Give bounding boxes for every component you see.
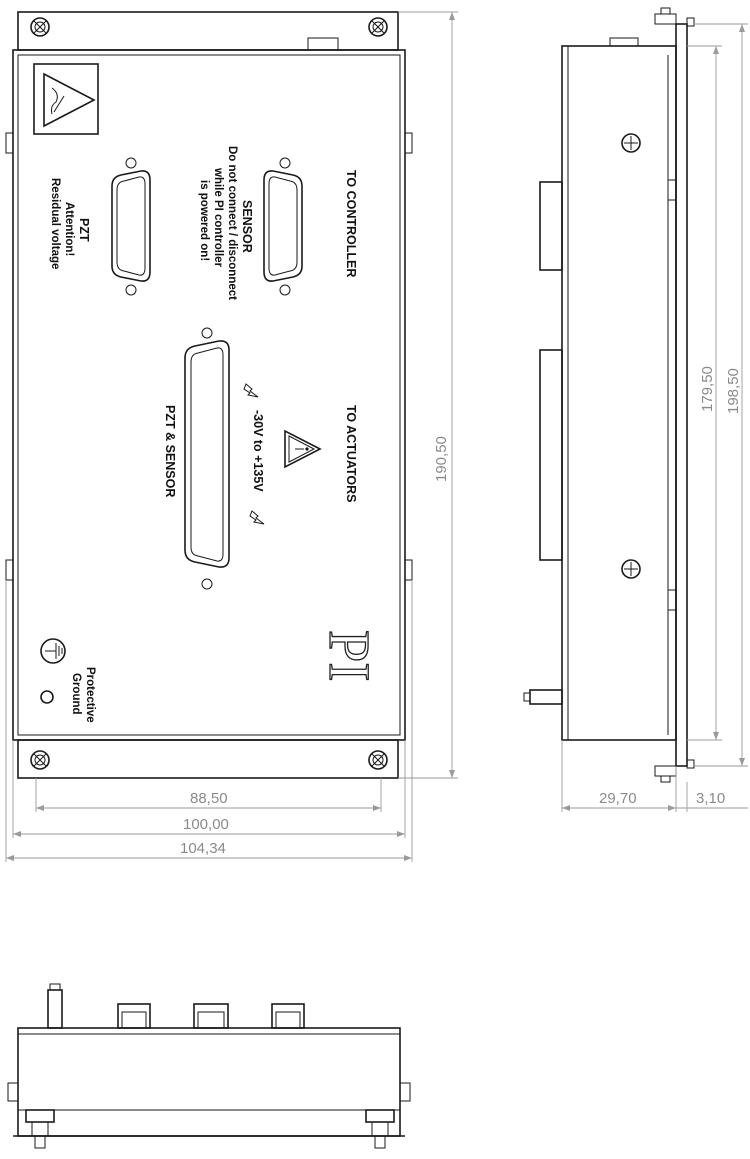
dim-width-total: 104,34 bbox=[180, 840, 226, 857]
screw-icon bbox=[30, 750, 50, 770]
screw-icon bbox=[621, 133, 641, 153]
connector-bottom bbox=[193, 1003, 229, 1029]
pzt-title: PZT bbox=[77, 218, 91, 242]
dim-depth: 29,70 bbox=[599, 790, 637, 807]
pi-logo: PI bbox=[317, 630, 382, 682]
pzt-warning-line2: Residual voltage bbox=[49, 178, 61, 269]
voltage-range-label: -30V to +135V bbox=[251, 410, 265, 492]
dim-width-body: 100,00 bbox=[183, 816, 229, 833]
side-dimensions: 179,50 198,50 29,70 3,10 bbox=[561, 23, 748, 812]
dim-width-inner: 88,50 bbox=[190, 790, 228, 807]
screw-icon bbox=[30, 17, 50, 37]
pzt-sensor-label: PZT & SENSOR bbox=[163, 405, 177, 497]
lightning-bolt-icon bbox=[243, 383, 259, 398]
high-voltage-warning-icon bbox=[284, 429, 322, 469]
dim-side-inner: 179,50 bbox=[699, 366, 716, 412]
screw-icon bbox=[368, 17, 388, 37]
bottom-view bbox=[7, 983, 411, 1149]
screw-icon bbox=[368, 750, 388, 770]
esd-warning-icon bbox=[33, 63, 99, 135]
front-view: TO CONTROLLER SENSOR Do not connect / di… bbox=[5, 11, 413, 779]
front-dimensions: 190,50 88,50 100,00 104,34 bbox=[5, 11, 458, 862]
side-view bbox=[523, 7, 695, 783]
sensor-warning-line1: Do not connect / disconnect bbox=[226, 146, 238, 300]
protective-ground-icon bbox=[40, 638, 66, 664]
connector-bottom bbox=[271, 1003, 305, 1029]
to-controller-label: TO CONTROLLER bbox=[344, 170, 358, 277]
pzt-sensor-connector bbox=[184, 327, 230, 590]
sensor-connector bbox=[263, 157, 303, 296]
sensor-title: SENSOR bbox=[240, 200, 254, 253]
screw-icon bbox=[621, 559, 641, 579]
ground-label: Ground bbox=[70, 673, 82, 715]
dim-side-outer: 198,50 bbox=[725, 368, 742, 414]
lightning-bolt-icon bbox=[249, 510, 265, 525]
sensor-warning-line3: is powered on! bbox=[198, 180, 210, 261]
connector-bottom bbox=[117, 1003, 151, 1029]
protective-label: Protective bbox=[84, 667, 96, 723]
dim-flange: 3,10 bbox=[696, 790, 725, 807]
pzt-warning-line1: Attention! bbox=[63, 202, 75, 256]
pzt-connector bbox=[111, 157, 151, 296]
dim-height-total: 190,50 bbox=[433, 436, 450, 482]
to-actuators-label: TO ACTUATORS bbox=[344, 405, 358, 502]
ground-terminal bbox=[40, 690, 54, 704]
sensor-warning-line2: while PI controller bbox=[212, 167, 224, 268]
